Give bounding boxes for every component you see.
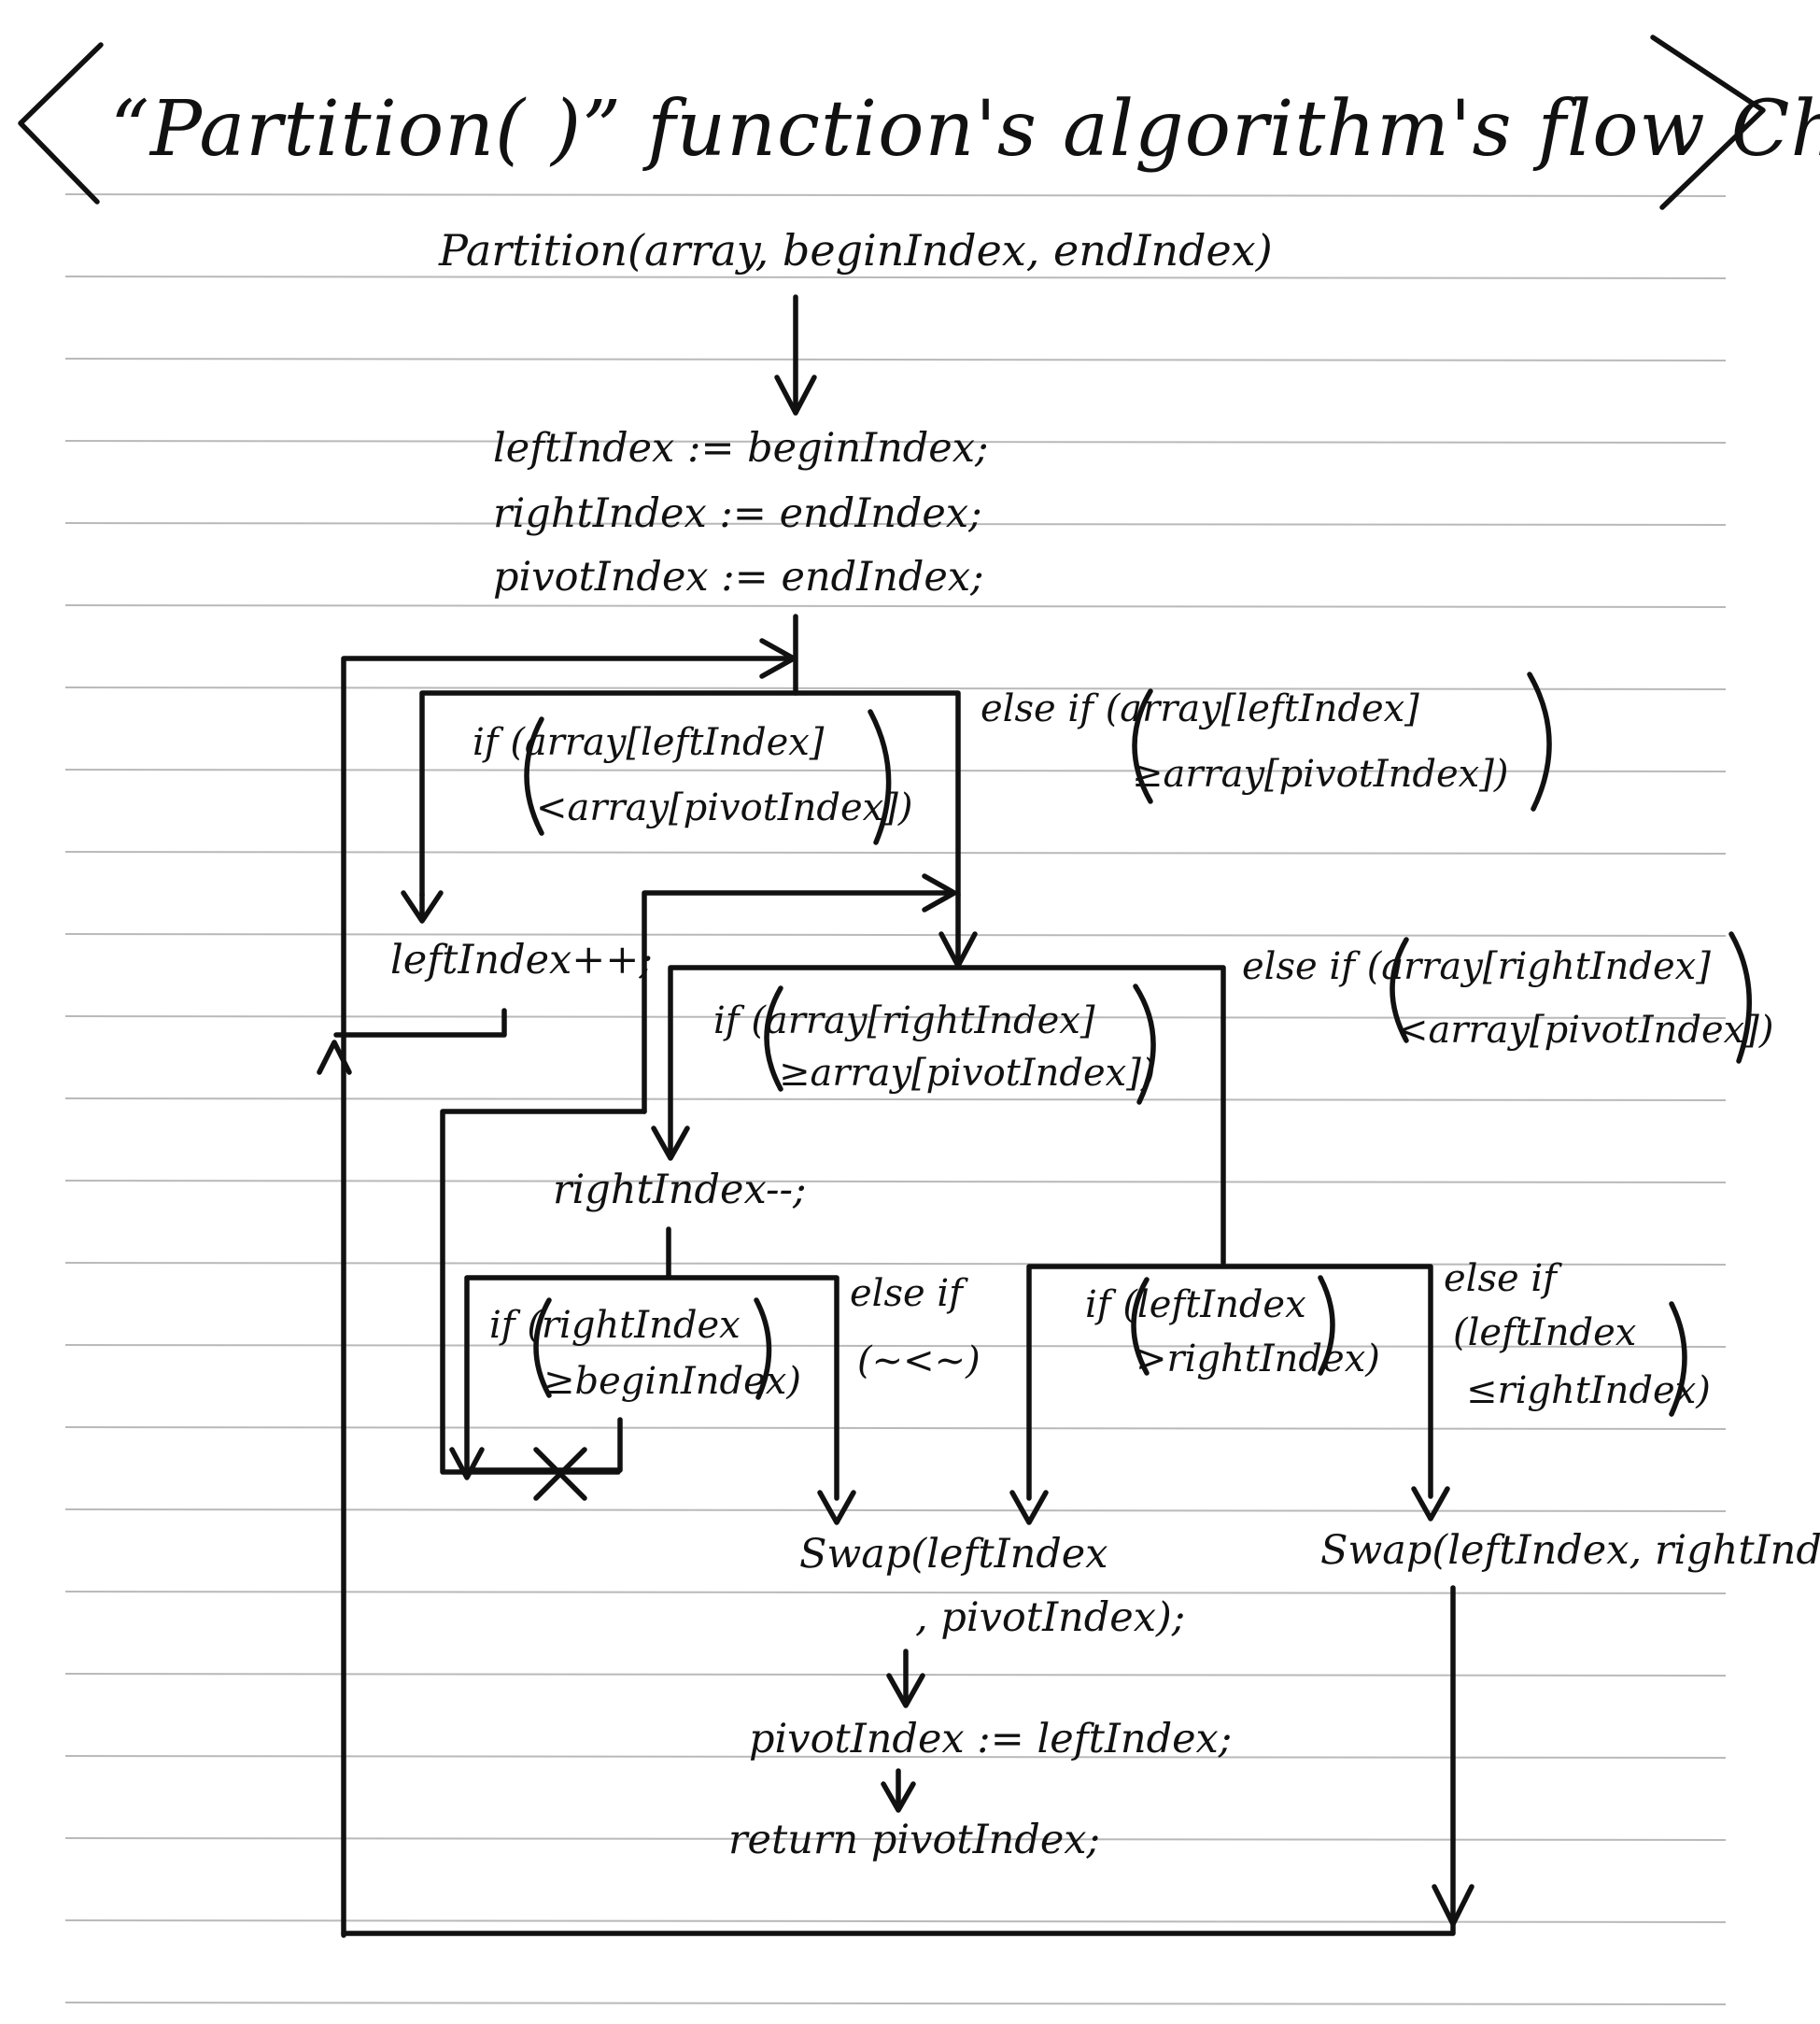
- swap-to-assign-arrowhead-icon: [886, 1673, 925, 1708]
- cond-order-else-line3: ≤rightIndex): [1466, 1369, 1711, 1412]
- ruled-line: [64, 686, 1727, 690]
- bounds-else-arrowhead-icon: [817, 1490, 856, 1525]
- cond-right-lt-line2: <array[pivotIndex]): [1397, 1009, 1774, 1052]
- bounds-decision-frame: [464, 1275, 839, 1501]
- swap-left-right: Swap(leftIndex, rightIndex);: [1320, 1527, 1820, 1574]
- paren-right-ge-close-icon: [1133, 984, 1156, 1105]
- cond-bounds-line1: if (rightIndex: [489, 1304, 741, 1347]
- ruled-line: [64, 1097, 1727, 1101]
- paren-order-open-icon: [1131, 1277, 1150, 1376]
- paren-order-else-close-icon: [1669, 1301, 1687, 1417]
- cond-left-lt-line2: <array[pivotIndex]): [536, 786, 913, 829]
- ruled-line: [64, 440, 1727, 444]
- init-left-index: leftIndex := beginIndex;: [493, 425, 989, 472]
- nested-left-frame: [440, 1109, 647, 1475]
- left-increment-feedback-line: [333, 1008, 507, 1038]
- paren-left-ge-open-icon: [1132, 688, 1153, 804]
- paren-right-ge-open-icon: [764, 985, 783, 1092]
- inner-loop-return-line: [642, 890, 953, 1114]
- cond-else-if-short-line2: (~<~): [857, 1339, 981, 1382]
- flowchart-ink: [18, 35, 1766, 1938]
- swap-left-pivot-line1: Swap(leftIndex: [799, 1531, 1108, 1578]
- paren-left-ge-close-icon: [1527, 672, 1552, 812]
- right-true-arrowhead-icon: [651, 1125, 690, 1161]
- ruled-line: [64, 1426, 1727, 1430]
- paren-left-lt-close-icon: [868, 709, 892, 845]
- cond-order-line2: >rightIndex): [1136, 1338, 1380, 1380]
- cond-order-else-line1: else if: [1444, 1257, 1557, 1300]
- outer-loop-return-line: [341, 656, 795, 1938]
- paren-order-close-icon: [1318, 1275, 1335, 1376]
- swap-right-loop-line: [341, 1585, 1456, 1936]
- entry-arrowhead-icon: [774, 375, 817, 416]
- cond-else-if-short-line1: else if: [850, 1272, 963, 1315]
- bounds-loop-arrowhead-icon: [449, 1447, 485, 1480]
- swap-left-pivot-line2: , pivotIndex);: [915, 1594, 1186, 1641]
- stmt-right-decrement: rightIndex--;: [553, 1167, 807, 1213]
- ruled-line: [64, 933, 1727, 937]
- init-pivot-index: pivotIndex := endIndex;: [493, 554, 984, 601]
- page-title: “Partition( )” function's algorithm's fl…: [110, 85, 1820, 174]
- paren-right-lt-close-icon: [1728, 931, 1752, 1064]
- cond-left-ge-line2: ≥array[pivotIndex]): [1132, 753, 1509, 796]
- paren-left-lt-open-icon: [524, 716, 544, 836]
- ruled-line: [64, 193, 1727, 197]
- left-decision-frame: [419, 690, 961, 898]
- title-left-chevron-icon: [18, 42, 104, 205]
- right-decision-frame: [668, 965, 1226, 1266]
- swap-right-arrowhead-icon: [1432, 1884, 1474, 1927]
- ruled-line: [64, 1180, 1727, 1183]
- ruled-line: [64, 1919, 1727, 1923]
- ruled-line: [64, 1591, 1727, 1594]
- paren-bounds-close-icon: [754, 1297, 772, 1400]
- bounds-false-exit-line: [464, 1417, 623, 1473]
- inner-loop-arrowhead-icon: [922, 873, 957, 913]
- cond-right-ge-line1: if (array[rightIndex]: [713, 999, 1095, 1042]
- ruled-line: [64, 604, 1727, 608]
- ruled-line: [64, 358, 1727, 361]
- ruled-line: [64, 2002, 1727, 2005]
- assign-to-return-arrowhead-icon: [881, 1781, 916, 1813]
- cond-bounds-line2: ≥beginIndex): [543, 1360, 801, 1403]
- order-else-arrowhead-icon: [1411, 1486, 1450, 1522]
- return-stmt: return pivotIndex;: [728, 1817, 1101, 1863]
- cond-left-ge-line1: else if (array[leftIndex]: [981, 687, 1419, 730]
- ruled-line: [64, 276, 1727, 279]
- paren-right-lt-open-icon: [1390, 937, 1409, 1043]
- assign-pivot-stmt: pivotIndex := leftIndex;: [749, 1716, 1233, 1762]
- cond-left-lt-line1: if (array[leftIndex]: [473, 721, 825, 764]
- order-decision-frame: [1026, 1264, 1433, 1501]
- ruled-line: [64, 1508, 1727, 1512]
- function-signature: Partition(array, beginIndex, endIndex): [439, 225, 1273, 276]
- ruled-line: [64, 851, 1727, 855]
- outer-up-arrowhead-icon: [317, 1040, 352, 1075]
- paren-bounds-open-icon: [533, 1297, 552, 1398]
- outer-loop-arrowhead-icon: [759, 638, 797, 679]
- ruled-line: [64, 522, 1727, 526]
- cond-order-line1: if (leftIndex: [1085, 1283, 1306, 1326]
- title-right-chevron-icon: [1650, 35, 1766, 210]
- cond-order-else-line2: (leftIndex: [1453, 1311, 1637, 1354]
- stmt-left-increment: leftIndex++;: [390, 937, 653, 984]
- cond-right-ge-line2: ≥array[pivotIndex]): [779, 1052, 1156, 1095]
- cross-mark-icon-stroke: [533, 1447, 587, 1501]
- ruled-line: [64, 1673, 1727, 1677]
- cond-right-lt-line1: else if (array[rightIndex]: [1242, 945, 1711, 988]
- init-right-index: rightIndex := endIndex;: [493, 490, 982, 537]
- order-true-arrowhead-icon: [1009, 1490, 1049, 1525]
- left-true-arrowhead-icon: [401, 890, 444, 924]
